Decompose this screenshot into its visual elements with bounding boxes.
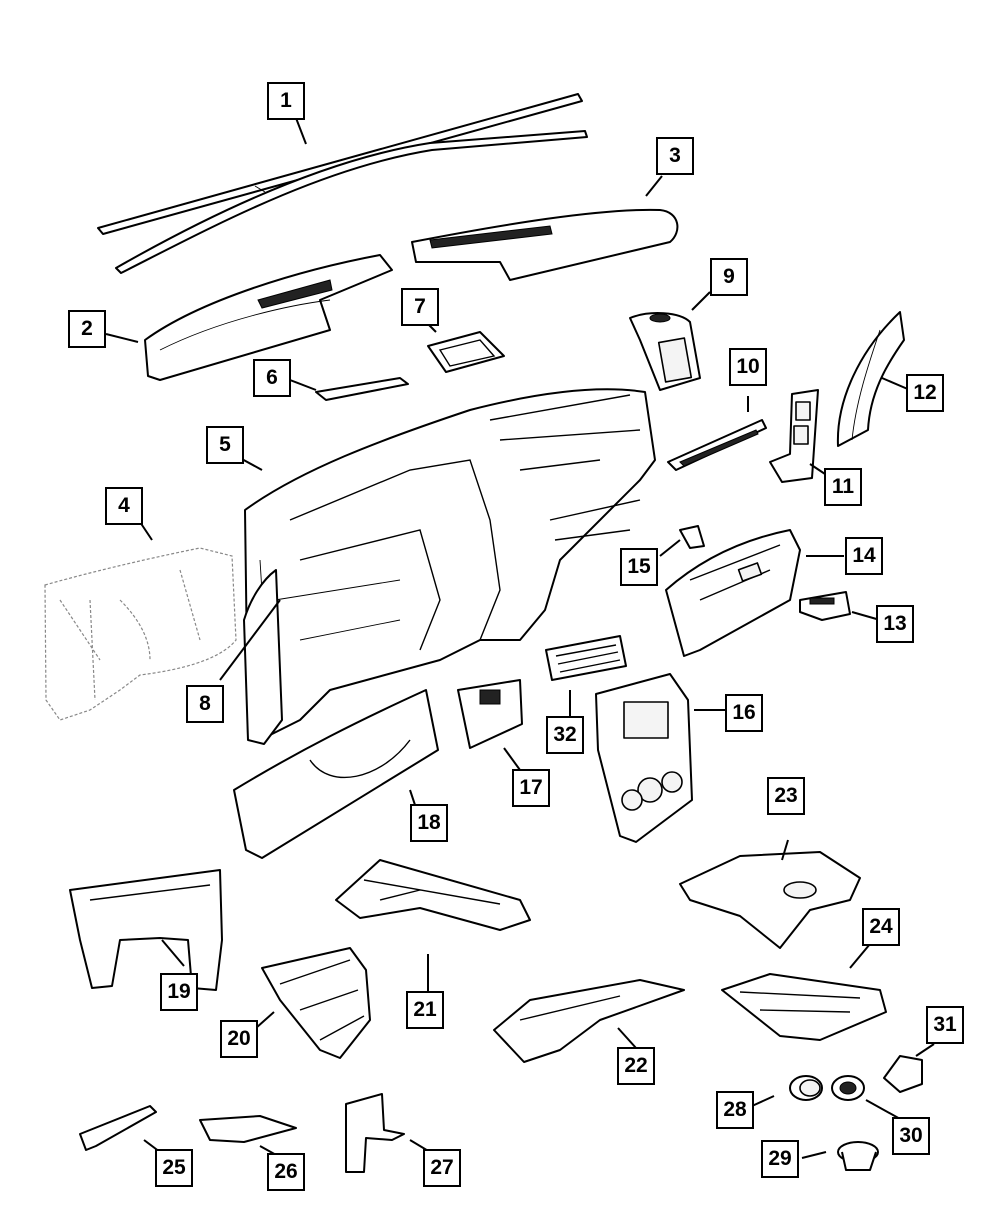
callout-8: 8 — [186, 685, 224, 723]
callout-18: 18 — [410, 804, 448, 842]
callout-23: 23 — [767, 777, 805, 815]
part-32-air-vents — [545, 635, 627, 681]
callout-24: 24 — [862, 908, 900, 946]
part-23-console-base — [679, 851, 861, 949]
part-8-side-cover — [243, 569, 283, 745]
part-24-console-tray — [721, 973, 887, 1041]
part-1-weatherstrip — [97, 93, 588, 274]
callout-16: 16 — [725, 694, 763, 732]
callout-17: 17 — [512, 769, 550, 807]
callout-1: 1 — [267, 82, 305, 120]
part-12-a-pillar-trim — [836, 311, 905, 447]
callout-19: 19 — [160, 973, 198, 1011]
part-20-duct — [261, 947, 371, 1059]
callout-31: 31 — [926, 1006, 964, 1044]
part-10-trim-strip — [667, 419, 767, 471]
callout-22: 22 — [617, 1047, 655, 1085]
callout-14: 14 — [845, 537, 883, 575]
part-16-center-bezel — [595, 673, 693, 843]
callout-7: 7 — [401, 288, 439, 326]
callout-13: 13 — [876, 605, 914, 643]
callout-26: 26 — [267, 1153, 305, 1191]
part-22-floor-duct — [493, 979, 685, 1063]
part-27-bracket — [345, 1093, 405, 1173]
part-9-switch-bezel — [629, 312, 701, 391]
callout-20: 20 — [220, 1020, 258, 1058]
part-29-socket — [837, 1141, 879, 1171]
part-17-trim-panel — [457, 679, 523, 749]
callout-9: 9 — [710, 258, 748, 296]
part-13-switch — [799, 591, 851, 621]
part-26-bracket — [199, 1115, 297, 1143]
part-19-support-bracket — [69, 869, 223, 991]
part-30-outlet — [831, 1075, 865, 1101]
part-15-latch — [679, 525, 705, 549]
callout-2: 2 — [68, 310, 106, 348]
part-14-glove-box — [665, 529, 801, 657]
part-25-bracket — [79, 1105, 157, 1151]
callout-11: 11 — [824, 468, 862, 506]
part-28-outlet — [789, 1075, 823, 1101]
part-7-speaker-grille — [427, 331, 505, 373]
callout-5: 5 — [206, 426, 244, 464]
part-6-top-bezel — [315, 377, 409, 401]
callout-28: 28 — [716, 1091, 754, 1129]
callout-12: 12 — [906, 374, 944, 412]
part-5-instrument-panel — [244, 388, 656, 741]
part-31-lighter — [883, 1055, 923, 1093]
part-11-switch-panel — [769, 389, 819, 483]
callout-6: 6 — [253, 359, 291, 397]
part-2-left-top-cover — [144, 254, 393, 381]
part-18-knee-bolster — [233, 689, 439, 859]
callout-10: 10 — [729, 348, 767, 386]
callout-32: 32 — [546, 716, 584, 754]
callout-30: 30 — [892, 1117, 930, 1155]
part-21-reinforcement — [335, 859, 531, 931]
part-3-right-top-cover — [411, 208, 679, 281]
callout-4: 4 — [105, 487, 143, 525]
callout-3: 3 — [656, 137, 694, 175]
callout-27: 27 — [423, 1149, 461, 1187]
callout-15: 15 — [620, 548, 658, 586]
part-4-cowl-ghost — [44, 547, 237, 721]
callout-21: 21 — [406, 991, 444, 1029]
callout-25: 25 — [155, 1149, 193, 1187]
callout-29: 29 — [761, 1140, 799, 1178]
